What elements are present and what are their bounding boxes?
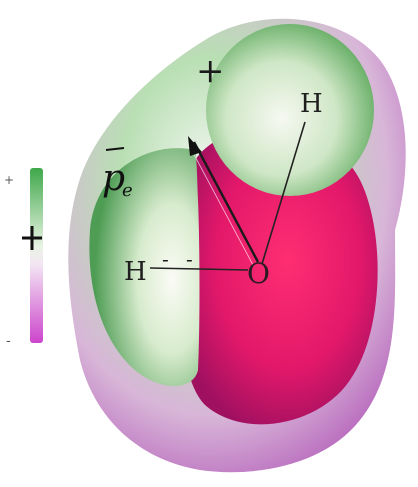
dipole-symbol: p <box>102 158 125 199</box>
dipole-arrow-head <box>188 136 202 156</box>
scale-minus-label: - <box>6 333 11 349</box>
label-hydrogen-left: H <box>124 257 147 287</box>
dipole-symbol-subscript: e <box>122 180 133 201</box>
dipole-symbol-overbar <box>105 147 125 151</box>
label-oxygen: O <box>247 257 270 290</box>
label-minus: - <box>162 247 169 271</box>
dipole-arrow-shaft-inner <box>189 146 254 266</box>
oxygen-atom <box>178 127 378 425</box>
hydrogen-atom-left <box>89 148 200 387</box>
bond-o-h-left <box>149 267 249 271</box>
charge-scale-bar <box>30 168 43 343</box>
label-minus-2: - <box>186 247 193 271</box>
dipole-arrow-shaft <box>192 141 260 263</box>
label-hydrogen-top: H <box>300 89 323 119</box>
bond-o-h-top <box>261 121 306 265</box>
scale-plus-label: + <box>4 173 14 187</box>
hydrogen-atom-top <box>206 24 374 196</box>
label-plus: + <box>196 51 225 91</box>
